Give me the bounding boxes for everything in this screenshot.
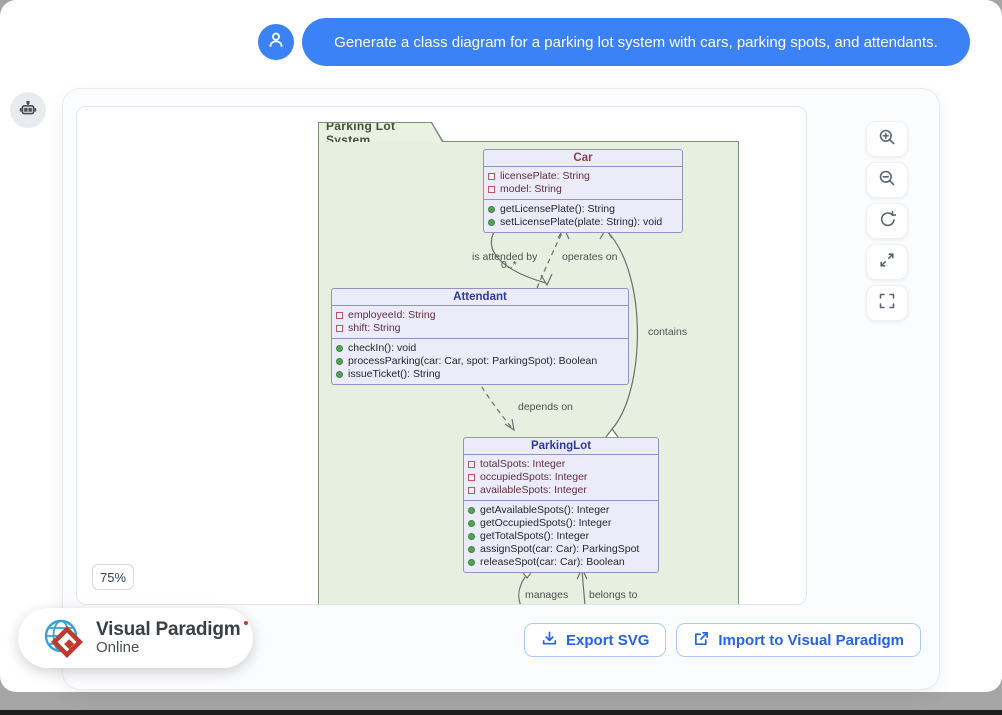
edge-label-depends-on: depends on bbox=[518, 401, 573, 413]
public-method-icon bbox=[468, 520, 475, 527]
attribute-row: occupiedSpots: Integer bbox=[468, 471, 654, 484]
chat-message-text: Generate a class diagram for a parking l… bbox=[334, 33, 938, 51]
method-row: getAvailableSpots(): Integer bbox=[468, 504, 654, 517]
edge-label-belongs-to: belongs to bbox=[589, 589, 638, 601]
globe-logo-icon bbox=[40, 615, 86, 661]
export-svg-label: Export SVG bbox=[566, 631, 650, 649]
brand-sub: Online bbox=[96, 639, 140, 657]
user-icon bbox=[266, 30, 286, 55]
class-name: Car bbox=[573, 152, 593, 164]
method-row: getTotalSpots(): Integer bbox=[468, 530, 654, 543]
reset-view-button[interactable] bbox=[866, 203, 908, 239]
private-attribute-icon bbox=[468, 487, 475, 494]
public-method-icon bbox=[468, 559, 475, 566]
attribute-row: model: String bbox=[488, 183, 678, 196]
uml-frame-tab: Parking Lot System bbox=[318, 122, 444, 142]
method-row: getLicensePlate(): String bbox=[488, 203, 678, 216]
edge-label-manages: manages bbox=[525, 589, 569, 601]
import-to-vp-button[interactable]: Import to Visual Paradigm bbox=[676, 623, 921, 657]
private-attribute-icon bbox=[488, 173, 495, 180]
download-icon bbox=[541, 630, 558, 651]
private-attribute-icon bbox=[468, 474, 475, 481]
edge-label-contains: contains bbox=[648, 326, 688, 338]
brand-text: Visual Paradigm Online bbox=[96, 619, 248, 657]
method-row: checkIn(): void bbox=[336, 342, 624, 355]
attributes-section: employeeId: String shift: String bbox=[332, 305, 628, 338]
fullscreen-button[interactable] bbox=[866, 285, 908, 321]
brand-i-dot bbox=[244, 621, 248, 626]
class-name: Attendant bbox=[453, 291, 507, 303]
public-method-icon bbox=[468, 546, 475, 553]
method-row: assignSpot(car: Car): ParkingSpot bbox=[468, 543, 654, 556]
methods-section: getAvailableSpots(): Integer getOccupied… bbox=[464, 500, 658, 572]
method-row: releaseSpot(car: Car): Boolean bbox=[468, 556, 654, 569]
bottom-gray-bar bbox=[0, 710, 1002, 715]
attributes-section: totalSpots: Integer occupiedSpots: Integ… bbox=[464, 454, 658, 500]
attributes-section: licensePlate: String model: String bbox=[484, 166, 682, 199]
brand-name: Visual Paradigm bbox=[96, 619, 241, 641]
method-row: setLicensePlate(plate: String): void bbox=[488, 216, 678, 229]
brand-logo[interactable]: Visual Paradigm Online bbox=[18, 608, 253, 668]
public-method-icon bbox=[336, 358, 343, 365]
attribute-row: availableSpots: Integer bbox=[468, 484, 654, 497]
fullscreen-icon bbox=[878, 292, 896, 315]
diagram-canvas[interactable]: Parking Lot System bbox=[76, 106, 807, 605]
zoom-out-icon bbox=[878, 169, 896, 192]
attribute-row: shift: String bbox=[336, 322, 624, 335]
method-row: issueTicket(): String bbox=[336, 368, 624, 381]
export-svg-button[interactable]: Export SVG bbox=[524, 623, 667, 657]
zoom-in-button[interactable] bbox=[866, 121, 908, 157]
public-method-icon bbox=[488, 206, 495, 213]
user-avatar bbox=[258, 24, 294, 60]
methods-section: getLicensePlate(): String setLicensePlat… bbox=[484, 199, 682, 232]
import-to-vp-label: Import to Visual Paradigm bbox=[718, 631, 904, 649]
class-box-attendant[interactable]: Attendant employeeId: String shift: Stri… bbox=[331, 288, 629, 385]
private-attribute-icon bbox=[488, 186, 495, 193]
public-method-icon bbox=[488, 219, 495, 226]
public-method-icon bbox=[468, 533, 475, 540]
bot-avatar bbox=[10, 92, 46, 128]
zoom-in-icon bbox=[878, 128, 896, 151]
zoom-out-button[interactable] bbox=[866, 162, 908, 198]
diagram-card: Parking Lot System bbox=[62, 88, 940, 690]
zoom-level-badge[interactable]: 75% bbox=[92, 564, 134, 590]
reset-view-icon bbox=[878, 210, 897, 233]
chat-message-bubble: Generate a class diagram for a parking l… bbox=[302, 18, 970, 66]
expand-button[interactable] bbox=[866, 244, 908, 280]
public-method-icon bbox=[336, 345, 343, 352]
private-attribute-icon bbox=[336, 325, 343, 332]
methods-section: checkIn(): void processParking(car: Car,… bbox=[332, 338, 628, 384]
edge-multiplicity-label: 0..* bbox=[501, 259, 517, 271]
public-method-icon bbox=[468, 507, 475, 514]
edge-label-is-attended-by: is attended by bbox=[472, 251, 538, 263]
private-attribute-icon bbox=[336, 312, 343, 319]
attribute-row: employeeId: String bbox=[336, 309, 624, 322]
robot-icon bbox=[18, 98, 38, 123]
frame-title: Parking Lot System bbox=[319, 123, 442, 142]
canvas-controls bbox=[866, 121, 908, 321]
private-attribute-icon bbox=[468, 461, 475, 468]
class-name: ParkingLot bbox=[530, 440, 592, 452]
method-row: getOccupiedSpots(): Integer bbox=[468, 517, 654, 530]
action-bar: Export SVG Import to Visual Paradigm bbox=[524, 623, 921, 657]
attribute-row: totalSpots: Integer bbox=[468, 458, 654, 471]
class-box-car[interactable]: Car licensePlate: String model: String g… bbox=[483, 149, 683, 233]
public-method-icon bbox=[336, 371, 343, 378]
method-row: processParking(car: Car, spot: ParkingSp… bbox=[336, 355, 624, 368]
attribute-row: licensePlate: String bbox=[488, 170, 678, 183]
class-box-parkinglot[interactable]: ParkingLot totalSpots: Integer occupiedS… bbox=[463, 437, 659, 573]
expand-icon bbox=[878, 251, 896, 274]
app-page: Generate a class diagram for a parking l… bbox=[0, 0, 1002, 692]
external-link-icon bbox=[693, 630, 710, 651]
edge-label-operates-on: operates on bbox=[562, 251, 618, 263]
